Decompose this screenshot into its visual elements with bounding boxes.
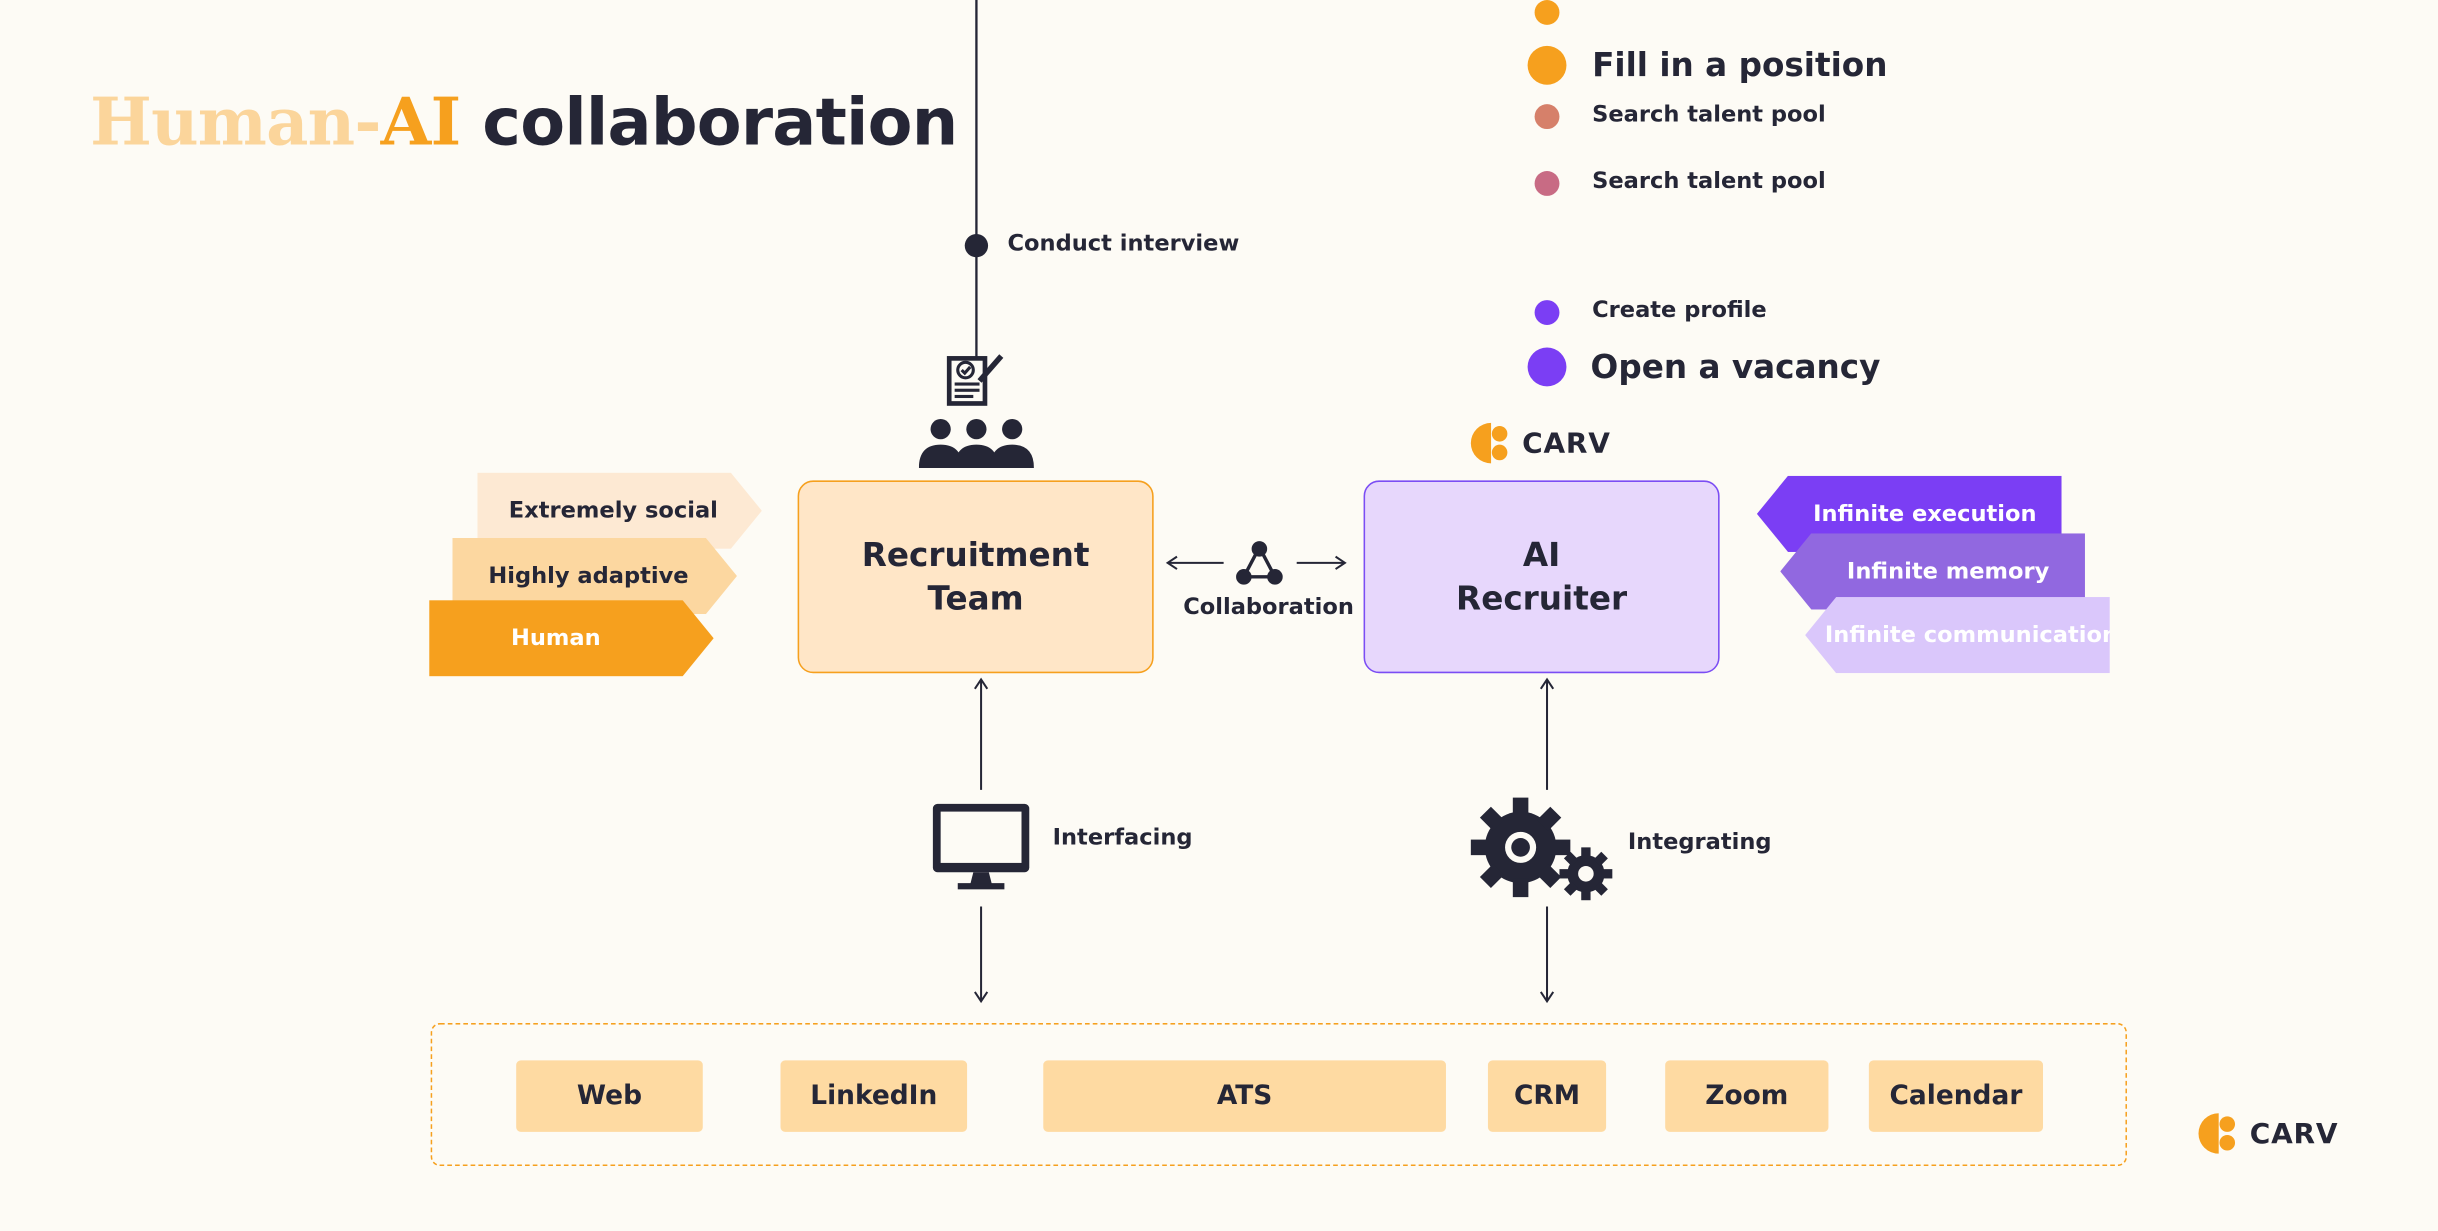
conduct-interview-label: Conduct interview: [1007, 231, 1240, 257]
systems-frame: [430, 1023, 2127, 1167]
ai-brand: CARV: [1469, 421, 1610, 465]
monitor-icon: [932, 803, 1030, 890]
trait-extremely-social: Extremely social: [477, 472, 762, 549]
right-timeline-dot-3: [1534, 171, 1560, 196]
team-line-1: Recruitment: [861, 536, 1090, 574]
timeline-step-search-1: Search talent pool: [1592, 102, 1826, 128]
trait-human: Human: [429, 600, 714, 677]
interfacing-label: Interfacing: [1052, 825, 1193, 851]
trait-infinite-communication: Infinite communication: [1805, 597, 2110, 674]
right-timeline-dot-5: [1527, 347, 1567, 387]
integrating-label: Integrating: [1627, 830, 1772, 856]
carv-logo-icon: [1470, 422, 1508, 464]
system-crm: CRM: [1487, 1060, 1607, 1132]
recruitment-team-box: Recruitment Team: [797, 480, 1154, 674]
page-title: Human-AI collaboration: [90, 83, 958, 161]
ai-recruiter-box: AI Recruiter: [1363, 480, 1720, 674]
system-linkedin: LinkedIn: [780, 1060, 968, 1132]
team-line-2: Team: [927, 579, 1024, 618]
collaboration-label: Collaboration: [1183, 595, 1354, 621]
footer-brand: CARV: [2197, 1112, 2338, 1156]
right-timeline-dot-2: [1534, 104, 1560, 130]
title-highlight: Human-AI: [90, 83, 461, 161]
people-group-icon: [918, 419, 1034, 468]
collaboration-icon: [1236, 541, 1283, 585]
right-timeline-dot-0: [1534, 0, 1560, 25]
ai-line-1: AI: [1522, 536, 1561, 574]
timeline-step-open-vacancy: Open a vacancy: [1590, 348, 1881, 386]
carv-logo-icon: [2198, 1113, 2236, 1154]
ai-line-2: Recruiter: [1456, 579, 1628, 618]
gears-icon: [1470, 797, 1613, 901]
timeline-step-fill-position: Fill in a position: [1592, 46, 1888, 84]
system-ats: ATS: [1043, 1060, 1446, 1132]
timeline-step-search-2: Search talent pool: [1592, 169, 1826, 195]
right-timeline-dot-1: [1527, 45, 1567, 85]
left-timeline-dot: [964, 233, 989, 258]
timeline-step-create-profile: Create profile: [1592, 298, 1767, 324]
system-calendar: Calendar: [1868, 1060, 2044, 1132]
footer-brand-name: CARV: [2249, 1117, 2339, 1150]
title-rest: collaboration: [482, 83, 958, 161]
right-timeline-dot-4: [1534, 300, 1560, 325]
checklist-icon: [946, 354, 1004, 406]
trait-infinite-memory: Infinite memory: [1780, 533, 2085, 610]
system-web: Web: [516, 1060, 703, 1132]
brand-name: CARV: [1522, 426, 1611, 460]
system-zoom: Zoom: [1665, 1060, 1829, 1132]
